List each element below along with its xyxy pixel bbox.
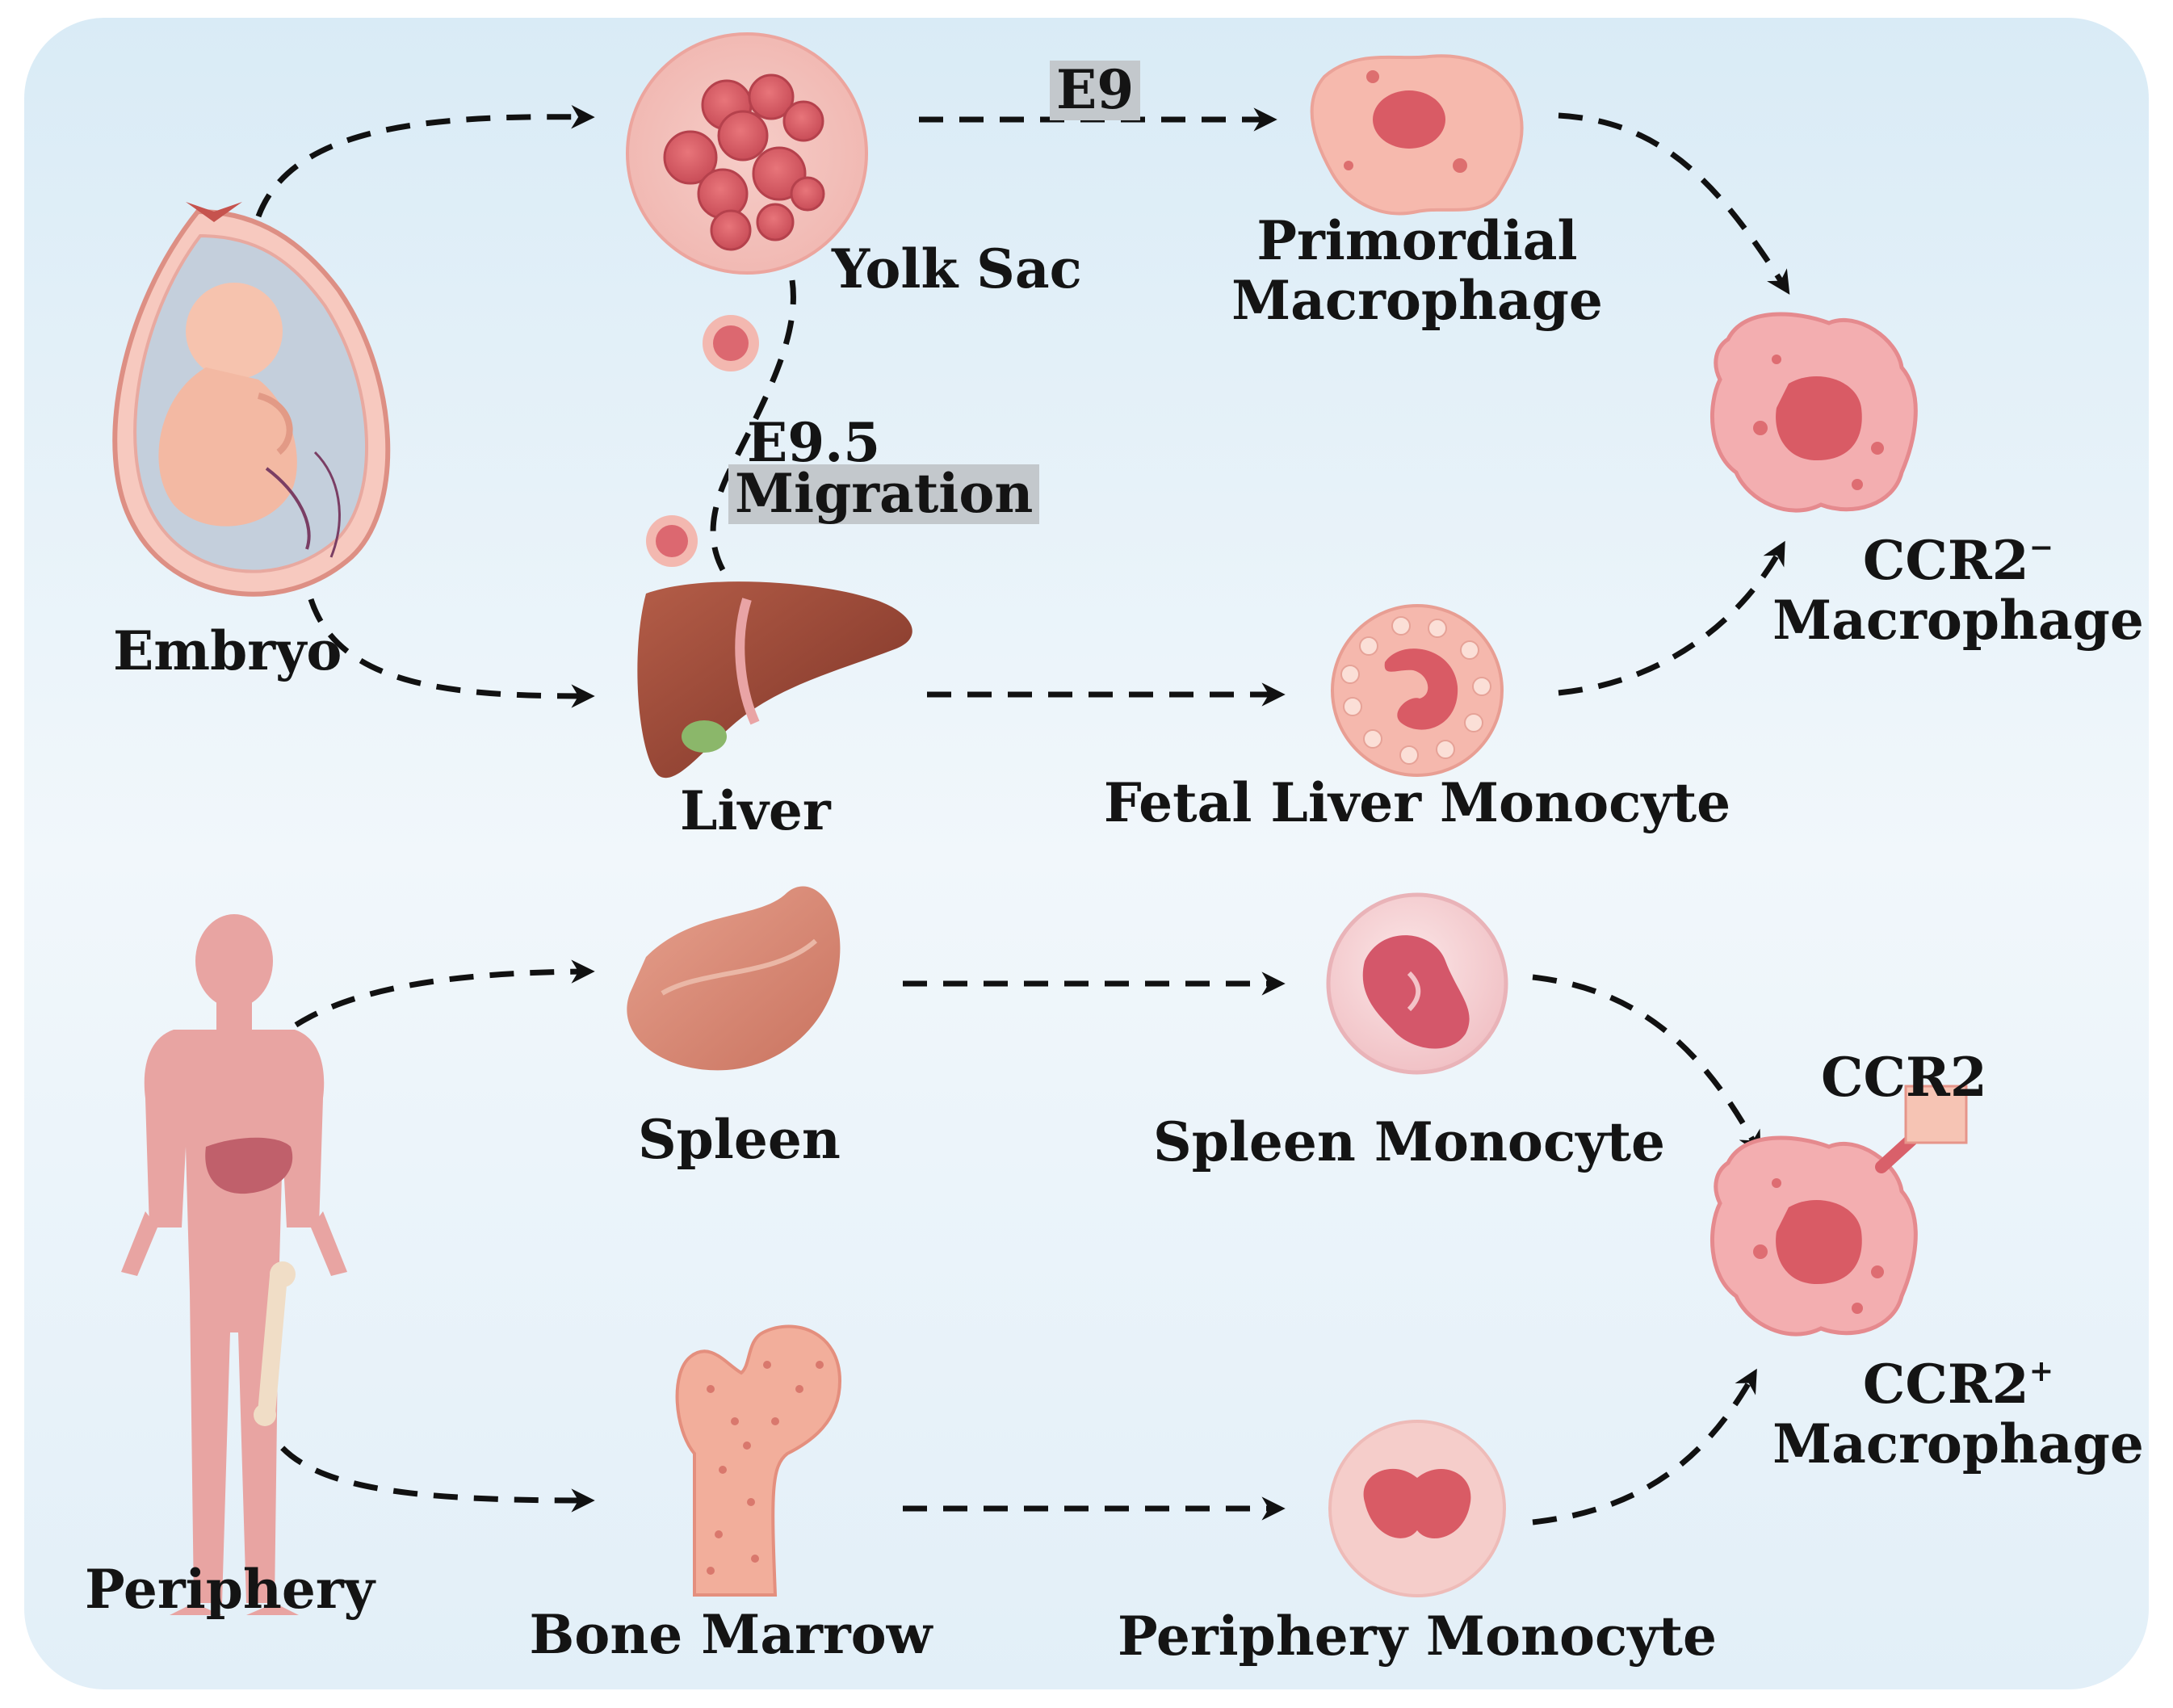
fetal-liver-monocyte-icon (1331, 604, 1504, 777)
ccr2-positive-line2: Macrophage (1772, 1412, 2144, 1475)
body-bone-icon (254, 1261, 296, 1426)
arrow-yolk-sac-to-liver (710, 241, 796, 625)
arrow-periphery-monocyte-to-ccr2pos (1532, 1368, 1757, 1525)
liver-icon (637, 581, 912, 778)
bone-marrow-icon (675, 1324, 842, 1597)
primordial-macrophage-icon (1310, 54, 1524, 216)
periphery-monocyte-label: Periphery Monocyte (1117, 1605, 1718, 1668)
spleen-label: Spleen (638, 1108, 841, 1171)
ccr2-positive-base: CCR2 (1862, 1353, 2029, 1416)
ccr2-positive-superscript: + (2028, 1353, 2054, 1388)
embryo-label: Embryo (113, 619, 342, 682)
blood-cell-icon (703, 315, 759, 371)
ccr2-negative-macrophage-label: CCR2− Macrophage (1772, 531, 2144, 651)
bone-marrow-label: Bone Marrow (529, 1603, 933, 1666)
liver-label: Liver (680, 779, 831, 842)
ccr2-negative-macrophage-icon (1710, 312, 1918, 513)
spleen-icon (627, 886, 841, 1071)
background-panel (24, 18, 2149, 1689)
ccr2-positive-macrophage-label: CCR2+ Macrophage (1772, 1353, 2144, 1475)
periphery-monocyte-icon (1328, 1420, 1506, 1597)
primordial-label-line2: Macrophage (1231, 268, 1603, 332)
embryo-uterus-icon (112, 202, 391, 597)
e9-5-stage-label: E9.5 (747, 411, 881, 474)
ccr2-negative-base: CCR2 (1862, 529, 2029, 592)
migration-label: Migration (728, 464, 1040, 524)
periphery-label: Periphery (85, 1558, 375, 1621)
primordial-label-line1: Primordial (1256, 209, 1578, 272)
spleen-monocyte-icon (1326, 892, 1508, 1075)
ccr2-positive-macrophage-icon (1710, 1135, 1918, 1337)
arrow-primordial-to-ccr2neg (1558, 112, 1790, 295)
arrow-fetal-monocyte-to-ccr2neg (1558, 540, 1785, 696)
yolk-sac-label: Yolk Sac (832, 237, 1082, 300)
ccr2-receptor-label: CCR2 (1821, 1046, 1987, 1109)
ccr2-negative-superscript: − (2028, 529, 2054, 564)
e9-stage-label: E9 (1050, 60, 1141, 120)
ccr2-receptor-icon (1875, 1085, 1968, 1173)
arrow-spleen-monocyte-to-ccr2pos (1532, 974, 1761, 1156)
arrow-embryo-to-yolk-sac (255, 105, 595, 218)
fetal-liver-monocyte-label: Fetal Liver Monocyte (1103, 771, 1731, 834)
blood-cell-icon (646, 515, 698, 567)
primordial-macrophage-label: Primordial Macrophage (1231, 209, 1603, 332)
spleen-monocyte-label: Spleen Monocyte (1153, 1110, 1665, 1173)
yolk-sac-icon (626, 32, 868, 275)
arrow-embryo-to-liver (308, 598, 595, 708)
arrow-periphery-to-bone-marrow (259, 1412, 595, 1513)
ccr2-negative-line2: Macrophage (1772, 588, 2144, 652)
body-spleen-icon (205, 1137, 293, 1194)
